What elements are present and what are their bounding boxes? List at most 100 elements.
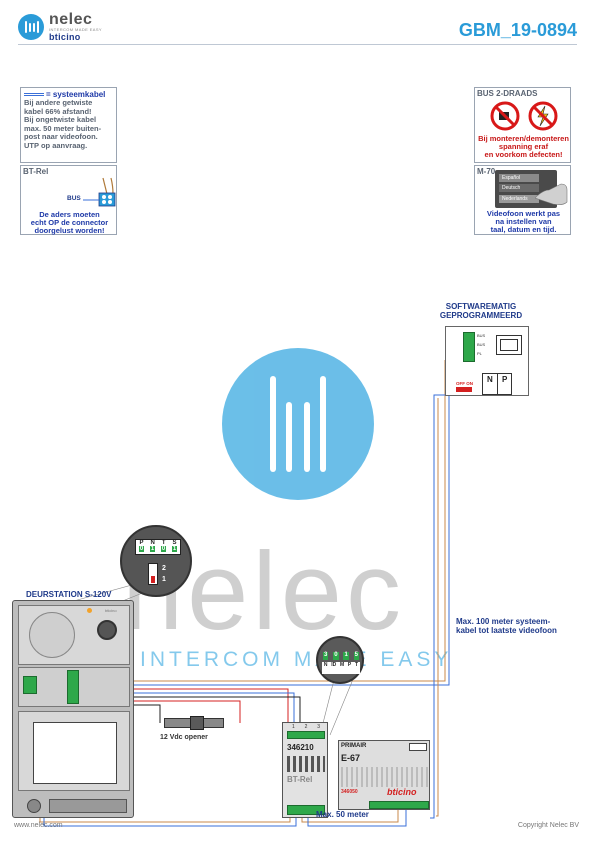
- system-cable-line-2: kabel 66% afstand!: [24, 106, 92, 116]
- door-station-unit: bticino: [12, 600, 134, 818]
- door-station-dip-block: P N T S 0 1 0 1: [135, 539, 181, 555]
- m70-menu-item-1: Español: [499, 174, 539, 182]
- relay-zoom-digit-4: 5: [353, 652, 359, 660]
- dip-value-n: 1: [149, 546, 156, 552]
- max-100m-line-2: kabel tot laatste videofoon: [456, 626, 557, 635]
- videophone-dip-n: N: [487, 375, 493, 384]
- watermark-logo-icon: [222, 348, 374, 500]
- camera-icon: [97, 620, 117, 640]
- door-station-bottom-strip: [49, 799, 127, 813]
- max-100m-line-1: Max. 100 meter systeem-: [456, 617, 551, 626]
- brand-name: nelec: [49, 11, 93, 28]
- dip-value-p: 0: [138, 546, 145, 552]
- dip-label-n: N: [150, 540, 155, 546]
- psu-vent-grille: [341, 767, 429, 787]
- m70-screen: Español Deutsch Nederlands: [495, 170, 557, 208]
- btrel-note-line-1: De aders moeten: [39, 210, 100, 219]
- videophone-terminal-block: [463, 332, 475, 362]
- videophone-dip-box: N P: [482, 373, 512, 395]
- relay-top-terminal: [287, 731, 325, 739]
- door-station-terminal-a: [23, 676, 37, 694]
- btrel-note-line-2: echt OP de connector: [30, 218, 109, 227]
- hand-pointer-icon: [535, 183, 568, 205]
- door-station-nameplate: [33, 722, 117, 784]
- videophone-off-on-switch: [456, 387, 472, 392]
- relay-vent-grille: [287, 756, 325, 772]
- door-station-jumper: [148, 563, 158, 585]
- relay-zoom-digit-1: 3: [323, 652, 329, 660]
- relay-bottom-terminal: [287, 805, 325, 815]
- bus-warning-line-1: Bij monteren/demonteren: [478, 134, 569, 143]
- videophone-terminal-3: PL: [477, 351, 482, 356]
- relay-zoom-label-n: N: [323, 662, 328, 668]
- relay-pin-1: 1: [291, 724, 295, 730]
- m70-note-line-2: na instellen van: [495, 217, 552, 226]
- footer-website[interactable]: www.nelec.com: [14, 822, 63, 829]
- relay-zoom-label-t: T: [355, 662, 359, 668]
- header-divider: [18, 44, 577, 45]
- psu-model: E-67: [341, 753, 361, 763]
- relay-unit: 1 2 3 346210 BT-Rel: [282, 722, 328, 818]
- watermark-tagline: INTERCOM MADE EASY: [140, 648, 453, 671]
- relay-model: 346210: [287, 743, 314, 752]
- m70-menu-item-3: Nederlands: [499, 195, 539, 203]
- m70-menu-item-2: Deutsch: [499, 184, 539, 192]
- relay-label: BT-Rel: [287, 775, 313, 784]
- videophone-off-on-label: OFF ON: [456, 381, 473, 386]
- videophone-terminal-2: BUS: [477, 342, 486, 347]
- partner-brand: bticino: [49, 32, 81, 42]
- relay-pin-2: 2: [304, 724, 308, 730]
- info-box-btrel: BT-Rel BUS De aders moeten echt OP de co…: [20, 165, 117, 235]
- nelec-logo-icon: [18, 14, 44, 40]
- relay-pin-3: 3: [317, 724, 321, 730]
- max-50m-label: Max. 50 meter: [316, 810, 369, 819]
- speaker-icon: [29, 612, 75, 658]
- info-box-bus-2wire: BUS 2-DRAADS Bij monteren/demonteren spa…: [474, 87, 571, 163]
- relay-dip-zoom: 3 0 1 5 N ID M P T: [316, 636, 364, 684]
- relay-zoom-digit-3: 1: [343, 652, 349, 660]
- btrel-note-line-3: doorgelust worden!: [34, 226, 105, 235]
- no-power-warning-icon: [490, 101, 558, 131]
- system-cable-line-6: UTP op aanvraag.: [24, 140, 88, 150]
- psu-code: 346050: [341, 789, 358, 795]
- dip-label-p: P: [139, 540, 144, 546]
- dip-label-s: S: [172, 540, 177, 546]
- door-station-dip-zoom: P N T S 0 1 0 1 2 1: [120, 525, 192, 597]
- psu-brand: bticino: [387, 787, 417, 797]
- door-opener-label: 12 Vdc opener: [160, 734, 208, 741]
- jumper-label-1: 1: [162, 576, 166, 583]
- dip-value-s: 1: [171, 546, 178, 552]
- door-station-label: DEURSTATION S-120V: [26, 590, 112, 599]
- info-box-m70: M-70 Español Deutsch Nederlands Videofoo…: [474, 165, 571, 235]
- psu-primair-label: PRIMAIR: [341, 743, 367, 749]
- system-cable-line-4: max. 50 meter buiten-: [24, 123, 102, 133]
- psu-unit: PRIMAIR E-67 346050 bticino: [338, 740, 430, 810]
- bus-box-title: BUS 2-DRAADS: [477, 89, 538, 98]
- btrel-box-title: BT-Rel: [23, 167, 49, 176]
- videophone-terminal-1: BUS: [477, 333, 486, 338]
- document-code: GBM_19-0894: [458, 20, 577, 40]
- door-opener-icon: [150, 716, 250, 730]
- bus-warning-line-2: spanning eraf: [498, 142, 549, 151]
- videophone-label-line-2: GEPROGRAMMEERD: [439, 311, 523, 320]
- door-station-screw-icon: [27, 799, 41, 813]
- dip-value-t: 0: [160, 546, 167, 552]
- relay-zoom-label-p: P: [347, 662, 352, 668]
- m70-note-line-1: Videofoon werkt pas: [486, 209, 561, 218]
- psu-terminal-block: [369, 801, 429, 809]
- btrel-connector-icon: [83, 177, 116, 207]
- status-led-icon: [87, 608, 92, 613]
- videophone-dip-p: P: [502, 375, 508, 384]
- dip-label-t: T: [161, 540, 166, 546]
- system-cable-line-1: Bij andere getwiste: [24, 98, 93, 107]
- jumper-label-2: 2: [162, 565, 166, 572]
- brand-tagline: INTERCOM MADE EASY: [49, 27, 102, 32]
- videophone-screen-icon: [496, 335, 522, 355]
- videophone-label-line-1: SOFTWAREMATIG: [445, 302, 517, 311]
- bus-warning-line-3: en voorkom defecten!: [484, 150, 563, 159]
- videophone-unit: BUS BUS PL OFF ON N P: [445, 326, 529, 396]
- relay-zoom-label-m: M: [340, 662, 345, 668]
- system-cable-legend-label: = systeemkabel: [46, 90, 106, 99]
- door-station-terminal-b: [67, 670, 79, 704]
- m70-note-line-3: taal, datum en tijd.: [490, 225, 557, 234]
